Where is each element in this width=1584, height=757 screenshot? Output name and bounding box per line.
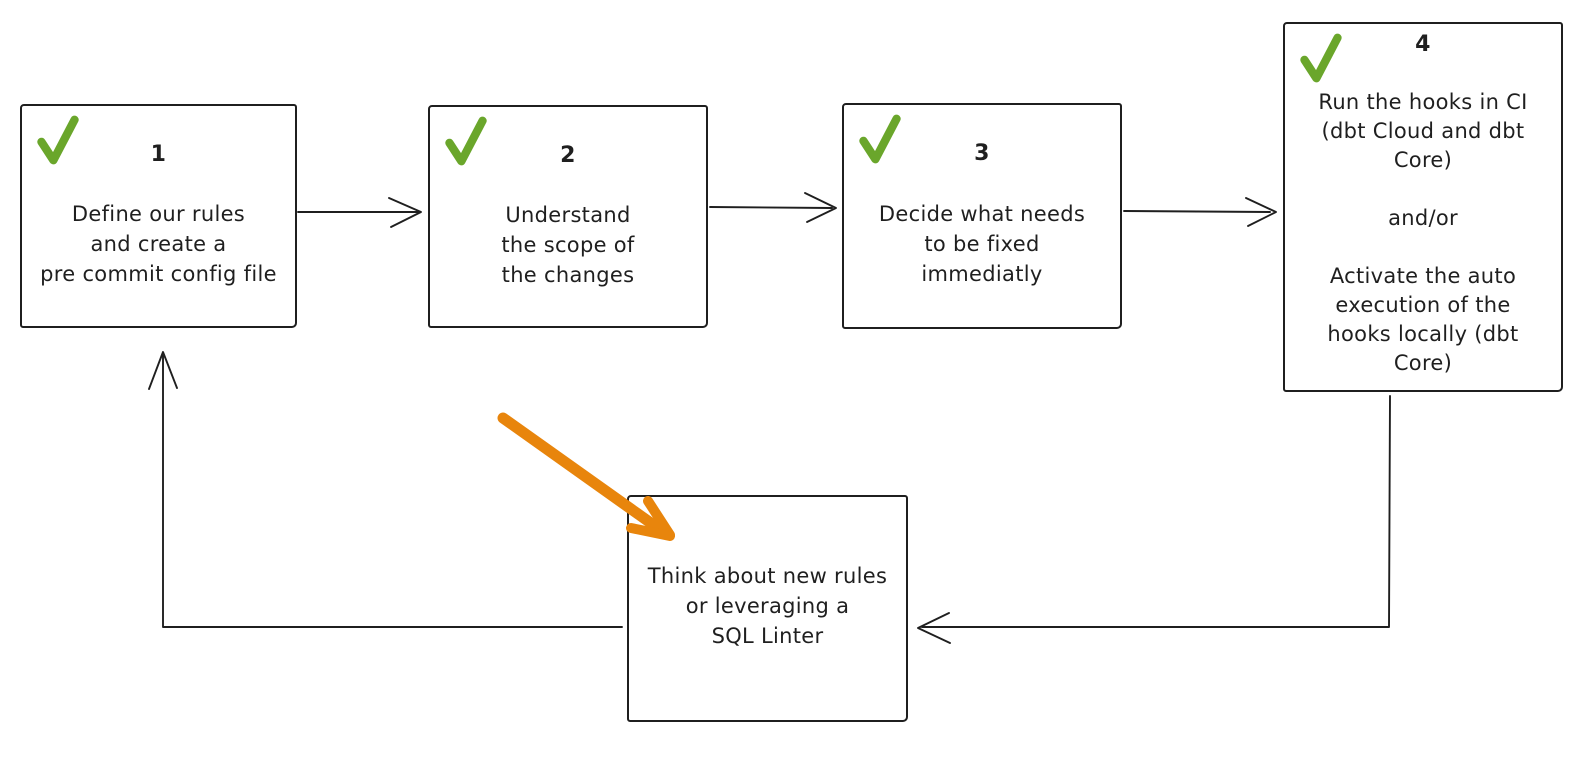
feedback-text: Think about new rules or leveraging a SQ… bbox=[629, 497, 906, 720]
check-icon bbox=[859, 114, 901, 164]
step-number: 2 bbox=[560, 143, 576, 168]
step-2-text: Understand the scope of the changes bbox=[430, 107, 706, 326]
step-4-box[interactable]: 4 Run the hooks in CI (dbt Cloud and dbt… bbox=[1283, 22, 1563, 392]
step-text-line: Run the hooks in CI bbox=[1318, 90, 1528, 114]
step-2-box[interactable]: 2 Understand the scope of the changes bbox=[428, 105, 708, 328]
arrow-step2-to-step3[interactable] bbox=[709, 192, 837, 223]
step-4-text: Run the hooks in CI (dbt Cloud and dbt C… bbox=[1285, 24, 1561, 390]
step-1-text: Define our rules and create a pre commit… bbox=[22, 106, 295, 326]
step-text-line: Core) bbox=[1393, 351, 1453, 375]
check-icon bbox=[37, 115, 79, 165]
step-text-line: and/or bbox=[1388, 206, 1458, 230]
step-text-line: Understand bbox=[505, 202, 631, 227]
step-text-line: to be fixed bbox=[924, 232, 1040, 256]
step-text-line: immediatly bbox=[921, 262, 1043, 286]
step-number: 1 bbox=[150, 142, 167, 167]
step-3-text: Decide what needs to be fixed immediatly bbox=[844, 105, 1120, 327]
arrow-step4-to-feedback[interactable] bbox=[917, 395, 1391, 644]
feedback-box[interactable]: Think about new rules or leveraging a SQ… bbox=[627, 495, 908, 722]
step-text-line: Core) bbox=[1393, 148, 1453, 172]
step-number: 3 bbox=[974, 141, 990, 166]
arrow-step1-to-step2[interactable] bbox=[297, 197, 422, 228]
step-text-line: Decide what needs bbox=[878, 202, 1086, 226]
step-text-line: Define our rules bbox=[71, 202, 246, 226]
step-text-line: pre commit config file bbox=[40, 262, 277, 286]
step-text-line: Activate the auto bbox=[1329, 264, 1517, 288]
step-text-line: SQL Linter bbox=[711, 623, 824, 648]
step-text-line: the changes bbox=[501, 262, 635, 287]
step-text-line: hooks locally (dbt bbox=[1327, 322, 1519, 346]
step-text-line: Think about new rules bbox=[647, 563, 888, 588]
step-text-line: and create a bbox=[90, 232, 227, 256]
step-3-box[interactable]: 3 Decide what needs to be fixed immediat… bbox=[842, 103, 1122, 329]
step-text-line: (dbt Cloud and dbt bbox=[1321, 119, 1525, 143]
step-number: 4 bbox=[1415, 32, 1431, 57]
step-text-line: or leveraging a bbox=[685, 593, 850, 618]
step-1-box[interactable]: 1 Define our rules and create a pre comm… bbox=[20, 104, 297, 328]
arrow-step3-to-step4[interactable] bbox=[1123, 197, 1277, 227]
check-icon bbox=[445, 116, 487, 166]
arrow-feedback-to-step1[interactable] bbox=[148, 351, 623, 628]
step-text-line: execution of the bbox=[1335, 293, 1511, 317]
step-text-line: the scope of bbox=[501, 232, 635, 257]
check-icon bbox=[1300, 33, 1342, 83]
